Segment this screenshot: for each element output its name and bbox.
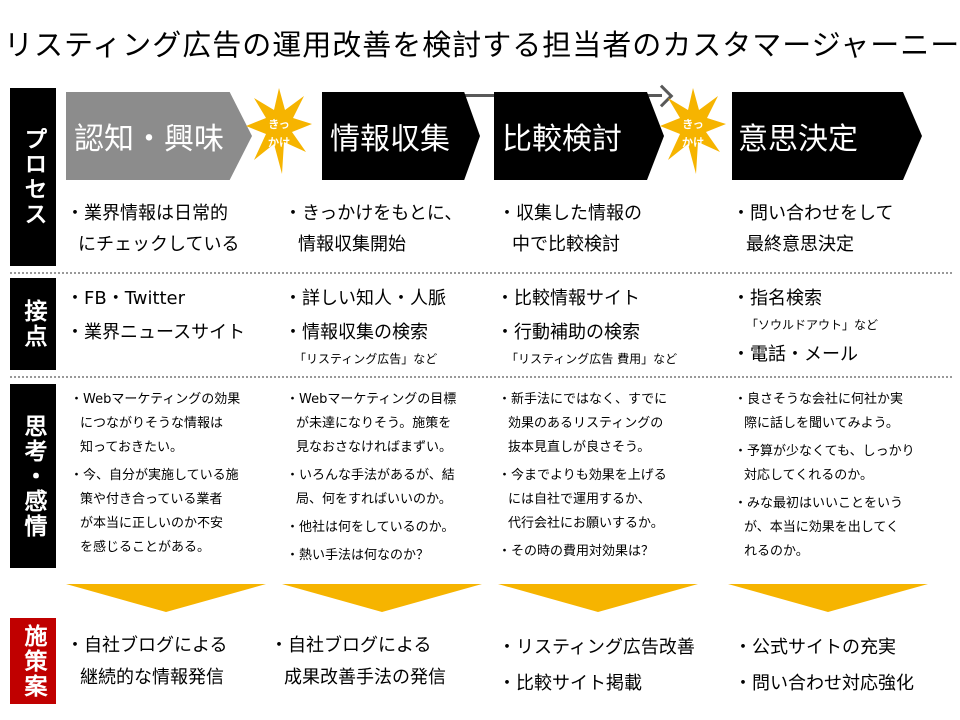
- thought-line: が未達になりそう。施策を: [296, 416, 452, 431]
- thought-line: 抜本見直しが良さそう。: [508, 440, 651, 455]
- side-label-process: プロセス: [10, 88, 56, 266]
- process-line: ・きっかけをもとに、: [284, 203, 463, 224]
- process-line: 情報収集開始: [298, 234, 406, 255]
- touchpoint-cell-2: ・詳しい知人・人脈 ・情報収集の検索 「リスティング広告」など: [284, 282, 494, 372]
- thought-line: 局、何をすればいいのか。: [296, 492, 452, 507]
- down-arrow-1: [66, 584, 266, 612]
- touchpoint-item: ・詳しい知人・人脈: [284, 288, 446, 309]
- row-divider: [10, 272, 952, 274]
- thought-line: が、本当に効果を出してく: [744, 520, 899, 535]
- measure-line: ・比較サイト掲載: [498, 673, 642, 694]
- thought-cell-1: ・Webマーケティングの効果 につながりそうな情報は 知っておきたい。 ・今、自…: [70, 388, 270, 560]
- touchpoint-cell-4: ・指名検索 「ソウルドアウト」など ・電話・メール: [732, 282, 942, 372]
- measure-line: 成果改善手法の発信: [284, 667, 446, 688]
- thought-cell-3: ・新手法にではなく、すでに 効果のあるリスティングの 抜本見直しが良さそう。 ・…: [498, 388, 708, 564]
- touchpoint-item: ・業界ニュースサイト: [66, 322, 246, 343]
- thought-line: につながりそうな情報は: [80, 416, 224, 431]
- process-line: 最終意思決定: [746, 234, 854, 255]
- burst-icon: [660, 88, 726, 174]
- touchpoint-item: ・指名検索: [732, 288, 822, 309]
- thought-line: ・今、自分が実施している施: [70, 468, 239, 483]
- measure-cell-2: ・自社ブログによる 成果改善手法の発信: [270, 630, 490, 694]
- thought-line: れるのか。: [744, 544, 809, 559]
- touchpoint-note: 「リスティング広告 費用」など: [506, 352, 678, 366]
- process-line: にチェックしている: [78, 234, 240, 255]
- thought-line: 効果のあるリスティングの: [508, 416, 664, 431]
- process-line: ・業界情報は日常的: [66, 203, 228, 224]
- touchpoint-item: ・電話・メール: [732, 344, 858, 365]
- thought-cell-4: ・良さそうな会社に何社か実 際に話しを聞いてみよう。 ・予算が少なくても、しっか…: [734, 388, 944, 564]
- measure-cell-4: ・公式サイトの充実 ・問い合わせ対応強化: [734, 630, 954, 702]
- thought-line: が本当に正しいのか不安: [80, 516, 224, 531]
- stage-comparison: 比較検討: [494, 92, 664, 180]
- stage-awareness: 認知・興味: [66, 92, 252, 180]
- measure-line: ・リスティング広告改善: [498, 637, 695, 658]
- process-line: 中で比較検討: [512, 234, 620, 255]
- row-divider: [10, 376, 952, 378]
- stage-info-gathering: 情報収集: [322, 92, 480, 180]
- thought-line: 際に話しを聞いてみよう。: [744, 416, 899, 431]
- down-arrow-3: [498, 584, 698, 612]
- thought-line: 策や付き合っている業者: [80, 492, 223, 507]
- trigger-label-line1: きっ: [682, 118, 704, 131]
- touchpoint-note: 「リスティング広告」など: [294, 352, 438, 366]
- thought-line: ・予算が少なくても、しっかり: [734, 444, 915, 459]
- thought-line: を感じることがある。: [80, 540, 211, 555]
- measure-line: ・公式サイトの充実: [734, 637, 896, 658]
- process-line: ・問い合わせをして: [732, 203, 894, 224]
- thought-line: ・熱い手法は何なのか？: [286, 548, 430, 563]
- side-label-touchpoint: 接点: [10, 278, 56, 370]
- side-label-thought: 思考・感情: [10, 384, 56, 568]
- thought-line: 代行会社にお願いするか。: [508, 516, 664, 531]
- thought-line: ・いろんな手法があるが、結: [286, 468, 455, 483]
- measure-cell-1: ・自社ブログによる 継続的な情報発信: [66, 630, 276, 694]
- down-arrow-4: [728, 584, 928, 612]
- process-cell-2: ・きっかけをもとに、 情報収集開始: [284, 198, 494, 260]
- measure-line: ・問い合わせ対応強化: [734, 673, 914, 694]
- measure-line: 継続的な情報発信: [80, 667, 224, 688]
- thought-line: ・他社は何をしているのか。: [286, 520, 455, 535]
- measure-line: ・自社ブログによる: [270, 635, 432, 656]
- thought-cell-2: ・Webマーケティングの目標 が未達になりそう。施策を 見なおさなければまずい。…: [286, 388, 486, 568]
- thought-line: 見なおさなければまずい。: [296, 440, 453, 455]
- process-cell-1: ・業界情報は日常的 にチェックしている: [66, 198, 276, 260]
- side-label-measure: 施策案: [10, 618, 56, 704]
- thought-line: ・良さそうな会社に何社か実: [734, 392, 904, 407]
- page-title: リスティング広告の運用改善を検討する担当者のカスタマージャーニー: [4, 28, 960, 62]
- trigger-burst-2: きっ かけ: [660, 88, 726, 174]
- trigger-burst-1: きっ かけ: [246, 88, 312, 174]
- touchpoint-cell-3: ・比較情報サイト ・行動補助の検索 「リスティング広告 費用」など: [496, 282, 716, 372]
- touchpoint-item: ・比較情報サイト: [496, 288, 640, 309]
- thought-line: 知っておきたい。: [80, 440, 183, 455]
- down-arrow-2: [282, 584, 482, 612]
- touchpoint-note: 「ソウルドアウト」など: [746, 318, 879, 332]
- process-cell-3: ・収集した情報の 中で比較検討: [498, 198, 708, 260]
- touchpoint-item: ・情報収集の検索: [284, 322, 428, 343]
- touchpoint-item: ・行動補助の検索: [496, 322, 640, 343]
- stage-decision: 意思決定: [732, 92, 922, 180]
- burst-icon: [246, 88, 312, 174]
- thought-line: ・Webマーケティングの効果: [70, 392, 241, 407]
- process-cell-4: ・問い合わせをして 最終意思決定: [732, 198, 942, 260]
- thought-line: ・Webマーケティングの目標: [286, 392, 457, 407]
- trigger-label-line1: きっ: [268, 118, 290, 131]
- thought-line: ・新手法にではなく、すでに: [498, 392, 668, 407]
- thought-line: には自社で運用するか、: [508, 492, 651, 507]
- thought-line: 対応してくれるのか。: [744, 468, 873, 483]
- measure-line: ・自社ブログによる: [66, 635, 228, 656]
- flow-arrow-line: [322, 94, 662, 97]
- measure-cell-3: ・リスティング広告改善 ・比較サイト掲載: [498, 630, 718, 702]
- thought-line: ・みな最初はいいことをいう: [734, 496, 904, 511]
- thought-line: ・その時の費用対効果は？: [498, 544, 655, 559]
- touchpoint-item: ・FB・Twitter: [66, 288, 186, 309]
- process-line: ・収集した情報の: [498, 203, 642, 224]
- touchpoint-cell-1: ・FB・Twitter ・業界ニュースサイト: [66, 282, 276, 350]
- trigger-label-line2: かけ: [682, 136, 704, 149]
- thought-line: ・今までよりも効果を上げる: [498, 468, 667, 483]
- trigger-label-line2: かけ: [268, 136, 290, 149]
